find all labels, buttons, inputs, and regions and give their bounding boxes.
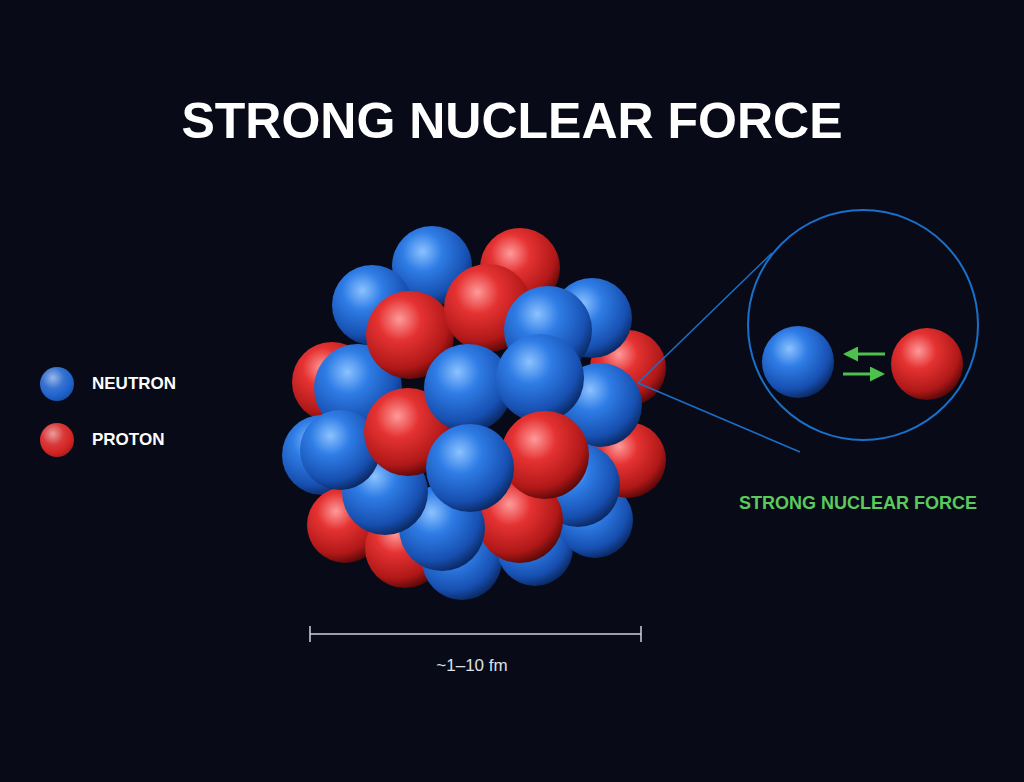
legend-swatch bbox=[40, 367, 74, 401]
legend-swatch bbox=[40, 423, 74, 457]
dimension-bar bbox=[310, 626, 641, 642]
dimension-label: ~1–10 fm bbox=[436, 657, 507, 676]
legend-text: PROTON bbox=[92, 430, 164, 450]
title: STRONG NUCLEAR FORCE bbox=[181, 94, 842, 149]
neutron-ball bbox=[426, 424, 514, 512]
legend-item: NEUTRON bbox=[40, 367, 176, 401]
force-label: STRONG NUCLEAR FORCE bbox=[739, 494, 977, 514]
neutron-ball bbox=[496, 334, 584, 422]
proton-ball bbox=[501, 411, 589, 499]
nucleon-cluster bbox=[282, 226, 666, 600]
legend-item: PROTON bbox=[40, 423, 164, 457]
zoom-callout bbox=[638, 210, 978, 452]
legend-text: NEUTRON bbox=[92, 374, 176, 394]
